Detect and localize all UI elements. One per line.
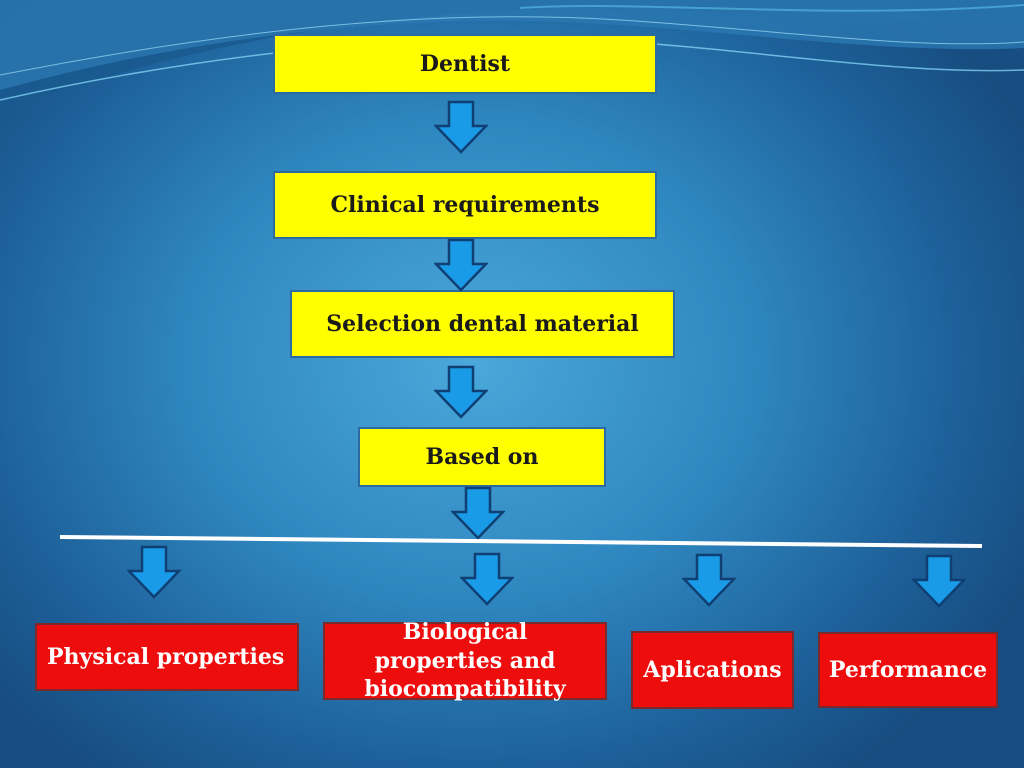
selection-dental-material-label: Selection dental material <box>326 310 639 337</box>
based-on-box: Based on <box>358 427 606 487</box>
wave-decoration <box>0 0 1024 110</box>
down-arrow-icon <box>682 553 736 607</box>
based-on-label: Based on <box>425 443 539 470</box>
down-arrow-icon <box>127 545 181 599</box>
aplications-box: Aplications <box>631 631 794 709</box>
performance-box: Performance <box>818 632 998 708</box>
down-arrow-icon <box>434 100 488 154</box>
clinical-requirements-box: Clinical requirements <box>273 171 657 239</box>
physical-properties-label: Physical properties <box>47 643 285 670</box>
down-arrow-icon <box>434 365 488 419</box>
clinical-requirements-label: Clinical requirements <box>330 191 600 218</box>
physical-properties-box: Physical properties <box>35 623 299 691</box>
dentist-box: Dentist <box>273 34 657 94</box>
performance-label: Performance <box>828 656 988 683</box>
selection-dental-material-box: Selection dental material <box>290 290 675 358</box>
biological-properties-box: Biological properties and biocompatibili… <box>323 619 607 702</box>
down-arrow-icon <box>912 554 966 608</box>
down-arrow-icon <box>434 238 488 292</box>
down-arrow-icon <box>460 552 514 606</box>
biological-properties-label: Biological properties and biocompatibili… <box>364 619 566 703</box>
down-arrow-icon <box>451 486 505 540</box>
dentist-label: Dentist <box>419 50 511 77</box>
aplications-label: Aplications <box>643 656 782 683</box>
branch-divider-line <box>59 535 983 548</box>
